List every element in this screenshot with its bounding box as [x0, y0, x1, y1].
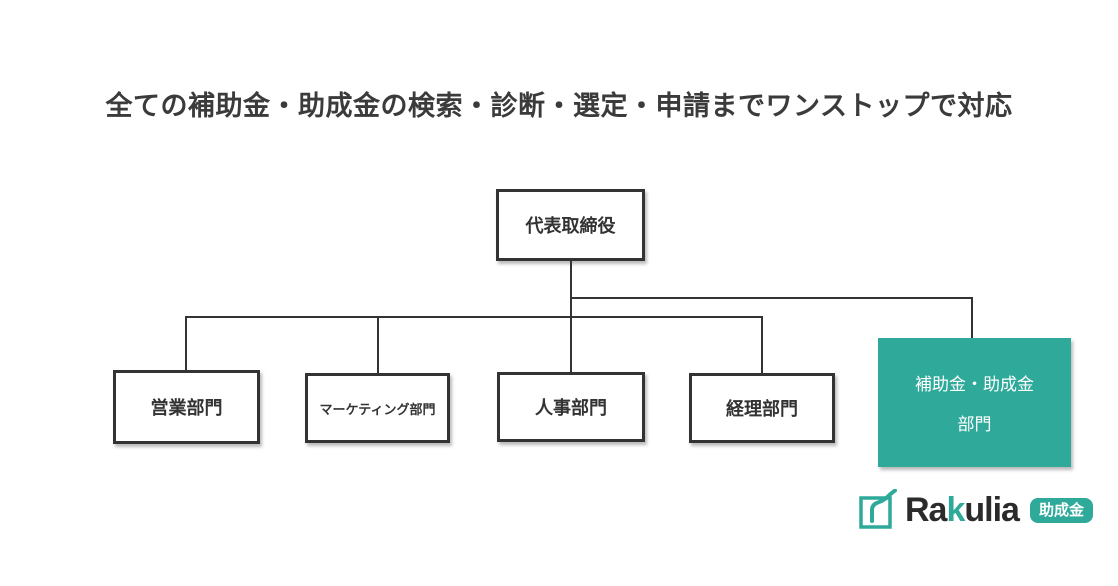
connector-lower-horizontal: [185, 316, 763, 318]
slide-title: 全ての補助金・助成金の検索・診断・選定・申請までワンストップで対応: [105, 91, 1013, 121]
org-node-sales: 営業部門: [113, 370, 260, 444]
org-node-hr: 人事部門: [497, 372, 645, 442]
org-node-accounting-label: 経理部門: [726, 399, 798, 419]
connector-drop-sales: [185, 316, 187, 372]
org-node-ceo: 代表取締役: [496, 189, 645, 261]
org-node-marketing-label: マーケティング部門: [319, 401, 436, 417]
org-node-subsidy-label-line1: 補助金・助成金: [915, 375, 1034, 394]
org-node-accounting: 経理部門: [689, 373, 835, 443]
org-node-subsidy-label-line2: 部門: [957, 415, 992, 434]
wordmark-pre: Ra: [905, 491, 947, 529]
brand-logo: Rakulia 助成金: [858, 489, 1093, 531]
rakulia-wordmark: Rakulia: [905, 491, 1020, 529]
rakulia-logo-icon: [858, 489, 898, 531]
org-node-marketing: マーケティング部門: [305, 373, 450, 443]
wordmark-post: ulia: [964, 491, 1020, 529]
connector-drop-marketing: [377, 316, 379, 374]
subsidy-badge: 助成金: [1029, 497, 1093, 523]
org-node-hr-label: 人事部門: [535, 398, 607, 418]
wordmark-accent-k: k: [946, 491, 965, 529]
org-node-subsidy-highlighted: 補助金・助成金 部門: [878, 338, 1071, 467]
connector-drop-accounting: [761, 316, 763, 374]
org-node-ceo-label: 代表取締役: [525, 216, 616, 236]
org-node-sales-label: 営業部門: [150, 398, 223, 418]
connector-drop-subsidy: [971, 297, 973, 338]
connector-upper-horizontal: [570, 297, 973, 299]
